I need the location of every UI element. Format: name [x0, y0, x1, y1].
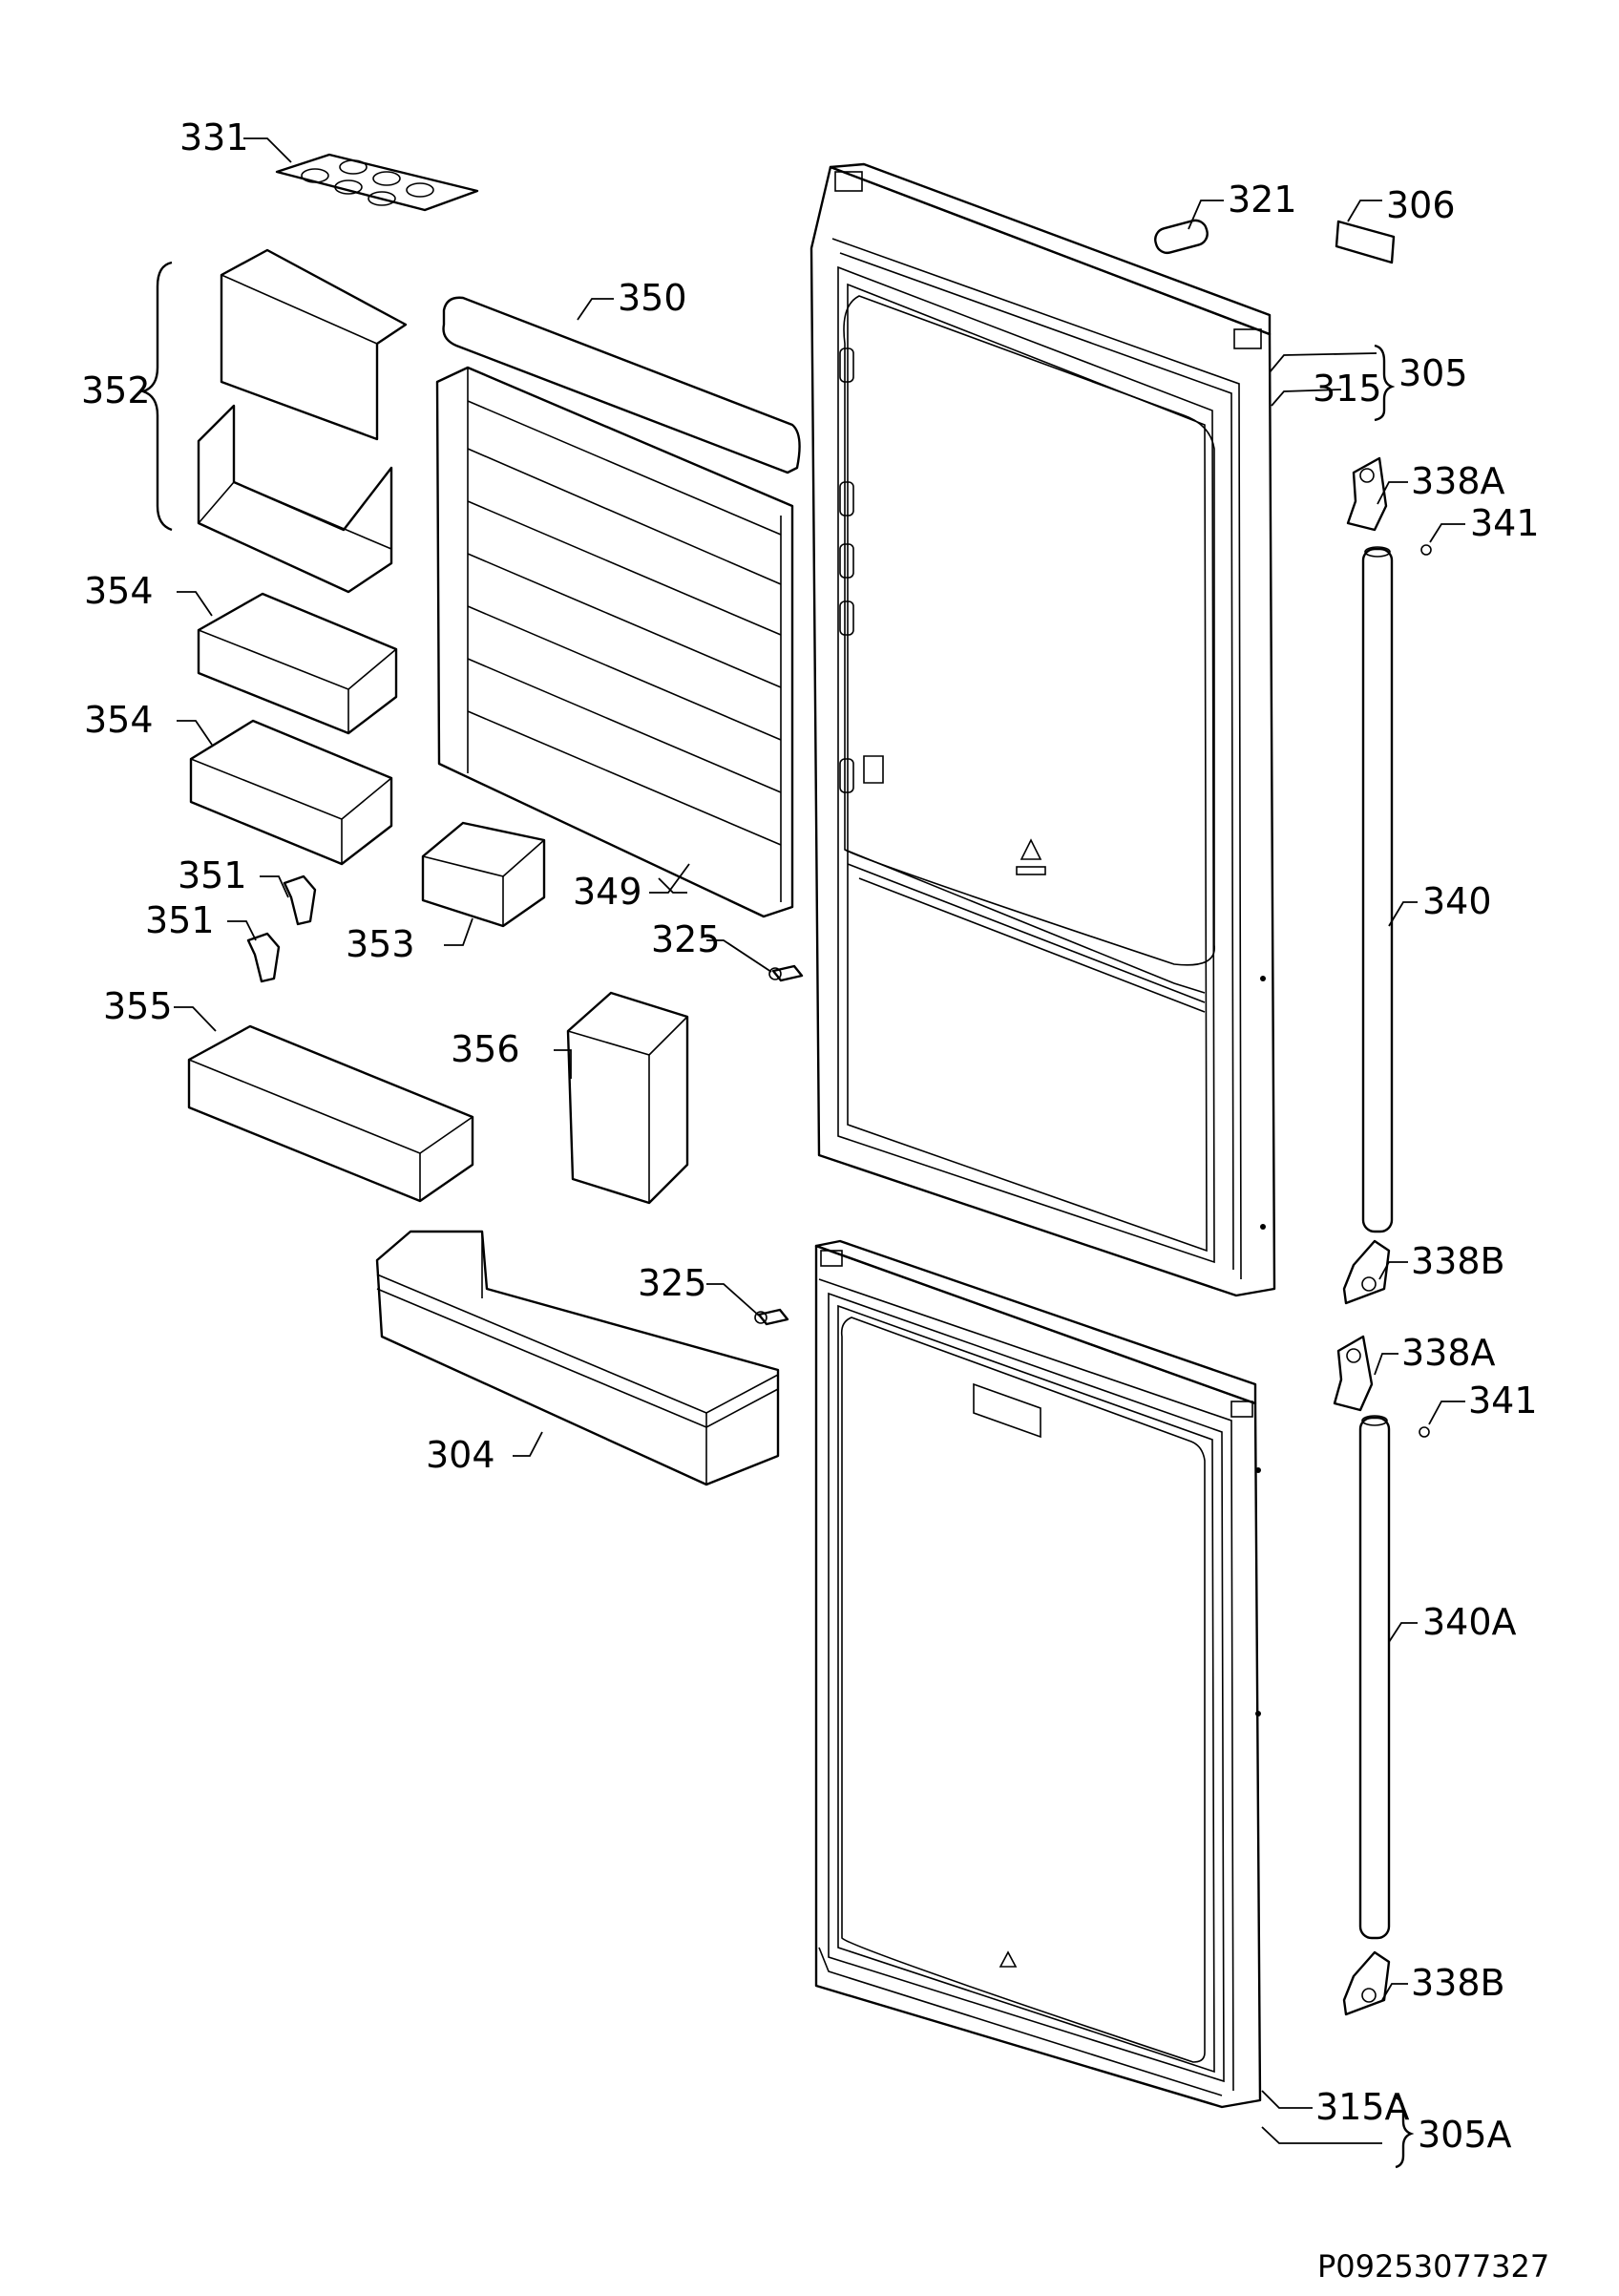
label-331: 331: [179, 116, 249, 158]
label-305A: 305A: [1418, 2114, 1512, 2156]
clips-351: [246, 874, 317, 983]
long-box-355: [187, 1024, 474, 1203]
lower-door-assembly: [814, 1239, 1262, 2109]
label-338B-top: 338B: [1411, 1240, 1505, 1282]
label-340A: 340A: [1422, 1601, 1517, 1643]
label-354-lower: 354: [84, 699, 154, 741]
braces: [139, 261, 1415, 2169]
upper-door-assembly: [810, 162, 1276, 1297]
label-356: 356: [451, 1028, 520, 1070]
brace-305A: [1395, 2096, 1415, 2169]
label-325-upper: 325: [651, 918, 721, 960]
screws-325: [754, 964, 804, 1326]
label-351-lower: 351: [145, 899, 215, 941]
label-325-lower: 325: [638, 1262, 707, 1304]
dairy-compartment: [197, 248, 408, 594]
label-338A-top: 338A: [1411, 460, 1505, 502]
storage-box-354-lower: [189, 719, 393, 866]
right-hinge-parts: [1333, 456, 1432, 2016]
brace-305: [1374, 344, 1396, 422]
label-306: 306: [1386, 184, 1456, 226]
small-top-parts: [1154, 219, 1396, 264]
label-350: 350: [618, 277, 687, 319]
label-353: 353: [346, 923, 415, 965]
label-355: 355: [103, 985, 173, 1027]
label-315: 315: [1313, 368, 1382, 410]
shelf-349: [435, 366, 794, 918]
tall-container-356: [566, 991, 689, 1205]
label-315A: 315A: [1315, 2086, 1410, 2128]
label-338A-bottom: 338A: [1401, 1332, 1496, 1374]
label-341-bottom: 341: [1468, 1380, 1538, 1422]
label-354-upper: 354: [84, 570, 154, 612]
label-351-upper: 351: [178, 854, 247, 896]
label-305: 305: [1398, 352, 1468, 394]
egg-tray: [275, 153, 479, 212]
label-304: 304: [426, 1434, 495, 1476]
label-340: 340: [1422, 880, 1492, 922]
label-321: 321: [1228, 179, 1297, 221]
shelf-rail-350: [442, 296, 801, 474]
label-349: 349: [573, 871, 642, 913]
label-338B-bottom: 338B: [1411, 1962, 1505, 2004]
leader-lines: [174, 137, 1465, 2144]
document-code: P09253077327: [1317, 2248, 1549, 2285]
storage-box-354-upper: [197, 592, 398, 735]
part-labels: 331 321 306 350 305 315 352 338A 341 354…: [81, 116, 1549, 2285]
label-341-top: 341: [1470, 502, 1540, 544]
door-bin-304: [375, 1230, 780, 1486]
small-box-353: [421, 821, 546, 928]
brace-352: [139, 261, 173, 532]
label-352: 352: [81, 369, 151, 411]
